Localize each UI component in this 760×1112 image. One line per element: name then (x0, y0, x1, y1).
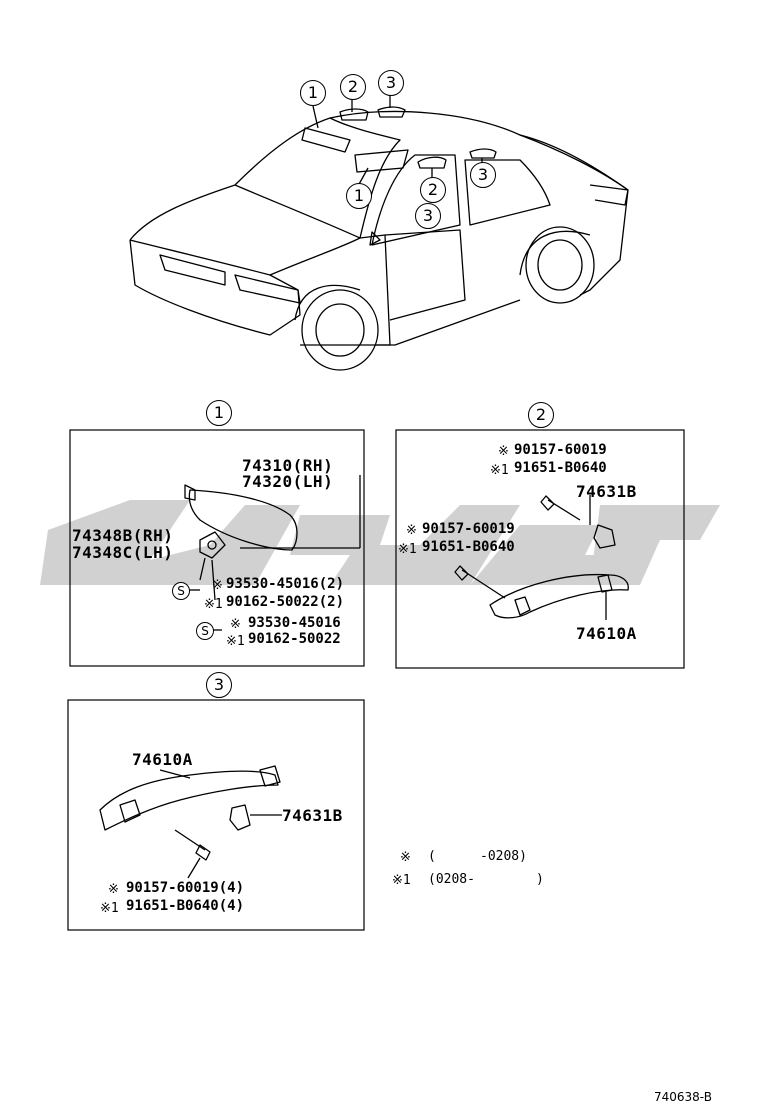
grille (159, 254, 226, 286)
panel2-art (454, 495, 629, 620)
part-clip-2: 74631B (576, 482, 637, 501)
part-clip-3: 74631B (282, 806, 343, 825)
car-illustration (129, 90, 629, 371)
legend-row1-range: -0208) (480, 849, 527, 864)
callout-1-car-top: 1 (300, 80, 326, 106)
panel3-art (99, 765, 282, 879)
legend-mark-a: ※ (400, 850, 411, 865)
part-bolt-a1: 90157-60019 (514, 442, 607, 458)
panel3-frame (67, 699, 365, 931)
front-wheel (301, 289, 379, 371)
part-bolt-b2: 91651-B0640 (422, 539, 515, 555)
callout-2-car-mid: 2 (420, 177, 446, 203)
panel2-callout: 2 (528, 402, 554, 428)
rear-wheel (525, 226, 595, 304)
panel1-callout: 1 (206, 400, 232, 426)
part-holder-lh: 74348C(LH) (72, 543, 174, 562)
part-bolt-b1: 91651-B0640 (514, 460, 607, 476)
front-bumper (129, 239, 301, 336)
part-screw-b: 90162-50022(2) (226, 594, 345, 610)
part-grip-2: 74610A (576, 624, 637, 643)
part-bolt-a2: 90157-60019 (422, 521, 515, 537)
panel2-frame (395, 429, 685, 669)
trunk (589, 184, 629, 206)
part-screw-c: 93530-45016 (248, 615, 341, 631)
note-mark-a-3: ※ (498, 444, 509, 459)
legend-row2-range: (0208- (428, 872, 475, 887)
roof-outline (234, 110, 629, 191)
note-mark-b-2: ※1 (226, 634, 245, 649)
s-symbol-1: S (172, 582, 190, 600)
bolt-2 (461, 569, 506, 599)
note-mark-b-1: ※1 (204, 597, 223, 612)
part-visor-rh: 74310(RH) (242, 456, 334, 475)
hood (129, 237, 361, 276)
side-window-rear (464, 159, 551, 226)
assist-grip-3 (99, 770, 279, 831)
callout-2-car-top: 2 (340, 74, 366, 100)
windshield (234, 117, 401, 239)
callout-3-car-mid: 3 (415, 203, 441, 229)
rear-door (384, 229, 466, 321)
note-mark-a-4: ※ (406, 523, 417, 538)
legend-row1-open: ( (428, 849, 436, 864)
side-window-front (371, 154, 461, 246)
callout-3-car-top: 3 (378, 70, 404, 96)
part-screw-a: 93530-45016(2) (226, 576, 345, 592)
headlight (234, 274, 301, 304)
part-bolt-b3: 91651-B0640(4) (126, 898, 245, 914)
legend-row2-close: ) (536, 872, 544, 887)
visor-right-on-car (354, 149, 409, 173)
panel1-art (184, 475, 361, 631)
note-mark-a-1: ※ (212, 578, 223, 593)
callout-3-car-side: 3 (470, 162, 496, 188)
panel1-frame (69, 429, 365, 667)
part-visor-lh: 74320(LH) (242, 472, 334, 491)
reference-code: 740638-B (654, 1090, 712, 1104)
sun-visor (188, 489, 298, 551)
s-symbol-2: S (196, 622, 214, 640)
mirror (369, 231, 381, 246)
part-grip-3: 74610A (132, 750, 193, 769)
legend-mark-b: ※1 (392, 873, 411, 888)
note-mark-b-5: ※1 (100, 901, 119, 916)
note-mark-b-3: ※1 (490, 463, 509, 478)
callout-1-car-mid: 1 (346, 183, 372, 209)
body-top (129, 184, 236, 241)
rocker (300, 299, 521, 346)
part-holder-rh: 74348B(RH) (72, 526, 174, 545)
note-mark-a-5: ※ (108, 882, 119, 897)
note-mark-b-4: ※1 (398, 542, 417, 557)
panel3-callout: 3 (206, 672, 232, 698)
assist-grip (489, 573, 629, 619)
visor-holder (199, 531, 226, 559)
clip-2 (593, 524, 616, 549)
part-screw-d: 90162-50022 (248, 631, 341, 647)
rear-body (519, 134, 629, 296)
note-mark-a-2: ※ (230, 617, 241, 632)
visor-left-on-car (301, 127, 351, 153)
clip-3 (229, 804, 251, 831)
part-bolt-a3: 90157-60019(4) (126, 880, 245, 896)
watermark (40, 500, 720, 585)
bolt-3 (174, 829, 206, 851)
